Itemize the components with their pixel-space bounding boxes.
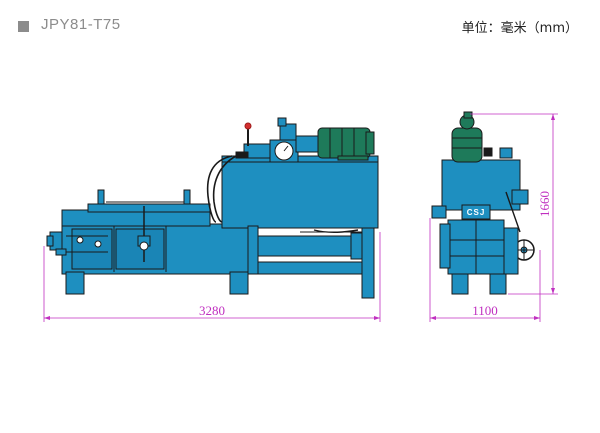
side-view [431, 111, 535, 295]
unit-label: 单位：毫米（mm） [461, 21, 578, 36]
side-badge-plate [461, 204, 491, 220]
model-title: JPY81-T75 [41, 16, 121, 33]
hydraulic-cylinder [254, 235, 364, 257]
side-badge-text: CSJ [467, 208, 486, 217]
side-leg-right [489, 273, 507, 295]
header: JPY81-T75 单位：毫米（mm） [0, 0, 600, 60]
oil-tank [221, 159, 379, 229]
lever-knob [244, 122, 252, 130]
width-dimension-label: 1100 [472, 303, 498, 318]
front-leg-left [65, 271, 85, 295]
electric-motor [317, 127, 371, 159]
hydraulic-hose [206, 155, 233, 223]
base-rail [254, 261, 369, 275]
dimension-lines [43, 113, 558, 322]
front-view [46, 117, 379, 299]
side-tank [441, 159, 521, 211]
header-bullet [18, 21, 29, 32]
side-motor [451, 127, 483, 163]
length-dimension-label: 3280 [199, 303, 225, 318]
front-leg-right [229, 271, 249, 295]
side-leg-left [451, 273, 469, 295]
height-dimension-label: 1660 [537, 191, 552, 217]
